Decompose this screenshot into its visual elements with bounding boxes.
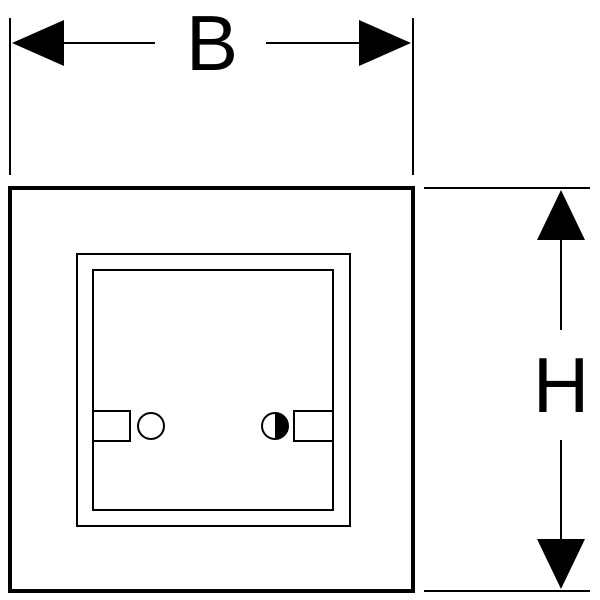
width-arrow-left-icon <box>12 20 64 66</box>
open-circle-icon <box>137 412 165 440</box>
height-label: H <box>533 341 589 429</box>
height-arrow-up-icon <box>537 190 585 240</box>
height-arrow-down-icon <box>537 539 585 589</box>
outer-frame <box>8 186 415 593</box>
right-actuator-button <box>261 410 334 442</box>
width-label: B <box>186 0 238 87</box>
width-dimension: B <box>9 0 414 175</box>
left-button-slot <box>92 410 131 442</box>
left-actuator-button <box>92 410 165 442</box>
cover-plate-outer-outline <box>76 253 351 527</box>
height-dimension: H <box>424 187 590 592</box>
right-button-slot <box>293 410 334 442</box>
cover-plate-inner-outline <box>92 269 334 511</box>
width-arrow-right-icon <box>359 20 411 66</box>
half-filled-circle-icon <box>275 413 288 439</box>
